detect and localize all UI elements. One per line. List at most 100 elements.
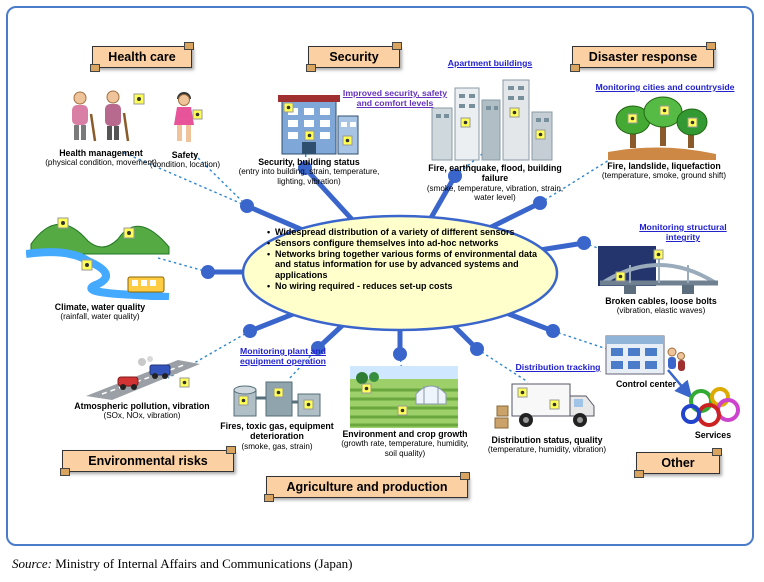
caption-detail: (temperature, smoke, ground shift) bbox=[601, 171, 727, 181]
caption-equipment: Fires, toxic gas, equipment deterioratio… bbox=[214, 421, 340, 451]
crop-field-greenhouse-illustration bbox=[350, 366, 458, 428]
banner-security: Security bbox=[306, 42, 402, 72]
caption-detail: (smoke, temperature, vibration, strain, … bbox=[426, 183, 564, 203]
industrial-equipment-illustration bbox=[226, 372, 328, 420]
caption-services: Services bbox=[674, 430, 752, 440]
center-bullet: Widespread distribution of a variety of … bbox=[266, 227, 538, 238]
caption-detail: (temperature, humidity, vibration) bbox=[487, 445, 607, 455]
center-bullet: Networks bring together various forms of… bbox=[266, 249, 538, 281]
source-text: Ministry of Internal Affairs and Communi… bbox=[51, 556, 353, 571]
sensor-icon bbox=[509, 107, 520, 118]
control-center-illustration bbox=[602, 332, 686, 378]
caption-distribution: Distribution status, quality (temperatur… bbox=[476, 435, 618, 455]
link-monitoring-cities: Monitoring cities and countryside bbox=[595, 82, 735, 92]
banner-label: Other bbox=[661, 456, 695, 470]
climate-river-illustration bbox=[26, 198, 174, 300]
control-to-services-arrow bbox=[667, 369, 693, 399]
caption-title: Safety bbox=[171, 150, 199, 160]
sensor-icon bbox=[460, 117, 471, 128]
forest-illustration bbox=[608, 94, 716, 160]
caption-detail: (entry into building, strain, temperatur… bbox=[238, 167, 380, 186]
source-line: Source: Ministry of Internal Affairs and… bbox=[12, 556, 352, 572]
caption-bridge: Broken cables, loose bolts (vibration, e… bbox=[598, 296, 724, 316]
caption-title: Broken cables, loose bolts bbox=[605, 296, 717, 306]
caption-detail: (smoke, gas, strain) bbox=[241, 441, 313, 451]
caption-detail: (condition, location) bbox=[149, 160, 221, 170]
link-monitoring-plant: Monitoring plant and equipment operation bbox=[240, 346, 326, 367]
caption-title: Control center bbox=[615, 379, 677, 389]
banner-health-care: Health care bbox=[90, 42, 194, 72]
caption-crops: Environment and crop growth (growth rate… bbox=[340, 429, 470, 458]
services-rings-illustration bbox=[678, 384, 746, 430]
caption-safety: Safety (condition, location) bbox=[144, 150, 226, 170]
sensor-icon bbox=[57, 217, 69, 229]
banner-other: Other bbox=[634, 448, 722, 478]
sensor-icon bbox=[615, 271, 626, 282]
caption-city: Fire, earthquake, flood, building failur… bbox=[424, 163, 566, 203]
sensor-icon bbox=[397, 405, 408, 416]
banner-label: Disaster response bbox=[588, 50, 698, 64]
caption-title: Fires, toxic gas, equipment deterioratio… bbox=[220, 421, 334, 442]
sensor-icon bbox=[303, 399, 314, 410]
road-pollution-illustration bbox=[84, 352, 202, 400]
caption-title: Services bbox=[694, 430, 732, 440]
caption-title: Environment and crop growth bbox=[342, 429, 468, 439]
safety-person-illustration bbox=[162, 90, 206, 148]
caption-forest: Fire, landslide, liquefaction (temperatu… bbox=[598, 161, 730, 181]
caption-detail: (vibration, elastic waves) bbox=[616, 306, 706, 316]
caption-control-center: Control center bbox=[598, 379, 694, 389]
sensor-icon bbox=[535, 129, 546, 140]
sensor-icon bbox=[283, 102, 294, 113]
caption-climate: Climate, water quality (rainfall, water … bbox=[24, 302, 176, 322]
caption-detail: (growth rate, temperature, humidity, soi… bbox=[341, 439, 469, 458]
sensor-icon bbox=[133, 93, 145, 105]
health-management-illustration bbox=[58, 88, 153, 146]
caption-title: Security, building status bbox=[258, 157, 360, 167]
delivery-truck-illustration bbox=[492, 372, 604, 434]
sensor-icon bbox=[342, 135, 353, 146]
sensor-icon bbox=[627, 113, 638, 124]
caption-detail: (SOx, NOx, vibration) bbox=[103, 411, 181, 421]
sensor-icon bbox=[304, 130, 315, 141]
caption-detail: (physical condition, movement) bbox=[45, 158, 157, 168]
sensor-icon bbox=[361, 383, 372, 394]
caption-title: Health management bbox=[59, 148, 143, 158]
sensor-icon bbox=[687, 117, 698, 128]
sensor-icon bbox=[179, 377, 190, 388]
banner-label: Health care bbox=[108, 50, 176, 64]
caption-security-building: Security, building status (entry into bu… bbox=[238, 157, 380, 186]
sensor-icon bbox=[238, 395, 249, 406]
sensor-icon bbox=[659, 105, 670, 116]
banner-label: Agriculture and production bbox=[286, 480, 448, 494]
diagram-frame bbox=[6, 6, 754, 546]
center-ellipse-text: Widespread distribution of a variety of … bbox=[266, 227, 538, 292]
caption-title: Fire, landslide, liquefaction bbox=[607, 161, 721, 171]
banner-label: Security bbox=[329, 50, 379, 64]
bridge-illustration bbox=[598, 246, 720, 294]
security-building-illustration bbox=[252, 92, 364, 156]
link-improved-security: Improved security, safety and comfort le… bbox=[342, 88, 448, 109]
banner-environmental-risks: Environmental risks bbox=[60, 446, 236, 476]
link-monitoring-structural: Monitoring structural integrity bbox=[639, 222, 727, 243]
caption-title: Climate, water quality bbox=[54, 302, 146, 312]
link-apartment-buildings: Apartment buildings bbox=[447, 58, 533, 68]
city-skyline-illustration bbox=[428, 74, 556, 162]
caption-pollution: Atmospheric pollution, vibration (SOx, N… bbox=[72, 401, 212, 421]
center-bullet: Sensors configure themselves into ad-hoc… bbox=[266, 238, 538, 249]
banner-agriculture-production: Agriculture and production bbox=[264, 472, 470, 502]
sensor-icon bbox=[192, 109, 203, 120]
sensor-icon bbox=[517, 387, 528, 398]
banner-disaster-response: Disaster response bbox=[570, 42, 716, 72]
caption-title: Distribution status, quality bbox=[491, 435, 603, 445]
sensor-icon bbox=[123, 227, 135, 239]
source-label: Source: bbox=[12, 556, 52, 571]
sensor-icon bbox=[653, 249, 664, 260]
caption-detail: (rainfall, water quality) bbox=[60, 312, 140, 322]
caption-title: Atmospheric pollution, vibration bbox=[74, 401, 210, 411]
banner-label: Environmental risks bbox=[88, 454, 208, 468]
link-distribution-tracking: Distribution tracking bbox=[515, 362, 601, 372]
hub-node-dots bbox=[201, 161, 591, 361]
caption-health-management: Health management (physical condition, m… bbox=[36, 148, 166, 168]
sensor-icon bbox=[273, 387, 284, 398]
